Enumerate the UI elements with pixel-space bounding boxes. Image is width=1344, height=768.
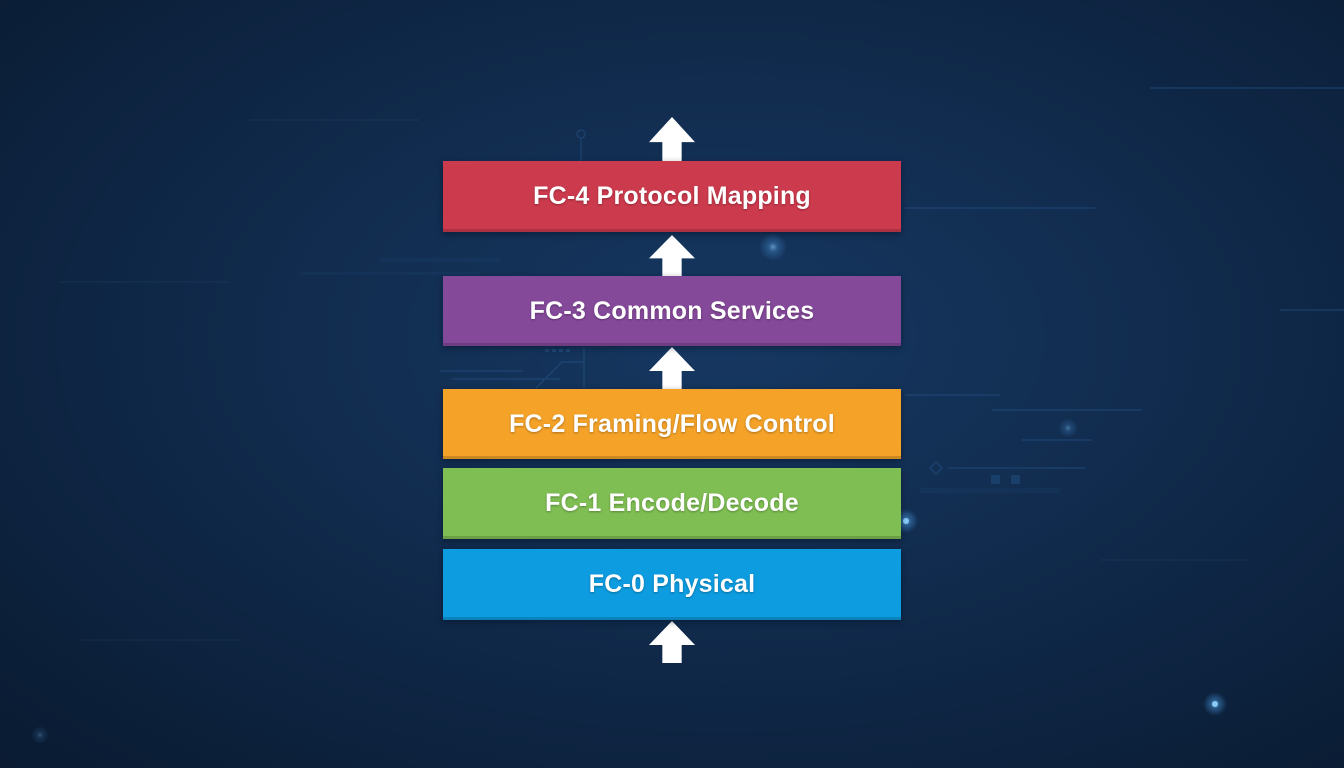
layer-fc-4: FC-4 Protocol Mapping [443, 161, 901, 232]
layer-fc-1-label: FC-1 Encode/Decode [545, 489, 799, 517]
layer-fc-3-label: FC-3 Common Services [529, 296, 815, 325]
layer-fc-2-label: FC-2 Framing/Flow Control [509, 409, 835, 438]
layer-fc-0: FC-0 Physical [443, 549, 901, 620]
layer-fc-4-label: FC-4 Protocol Mapping [533, 182, 811, 210]
up-arrow-icon [649, 117, 695, 161]
layer-fc-3: FC-3 Common Services [443, 276, 901, 346]
layer-fc-0-label: FC-0 Physical [588, 570, 756, 598]
layer-fc-1: FC-1 Encode/Decode [443, 468, 901, 539]
layer-fc-2: FC-2 Framing/Flow Control [443, 389, 901, 459]
up-arrow-icon [649, 347, 695, 389]
up-arrow-icon [649, 235, 695, 276]
up-arrow-icon [649, 621, 695, 663]
